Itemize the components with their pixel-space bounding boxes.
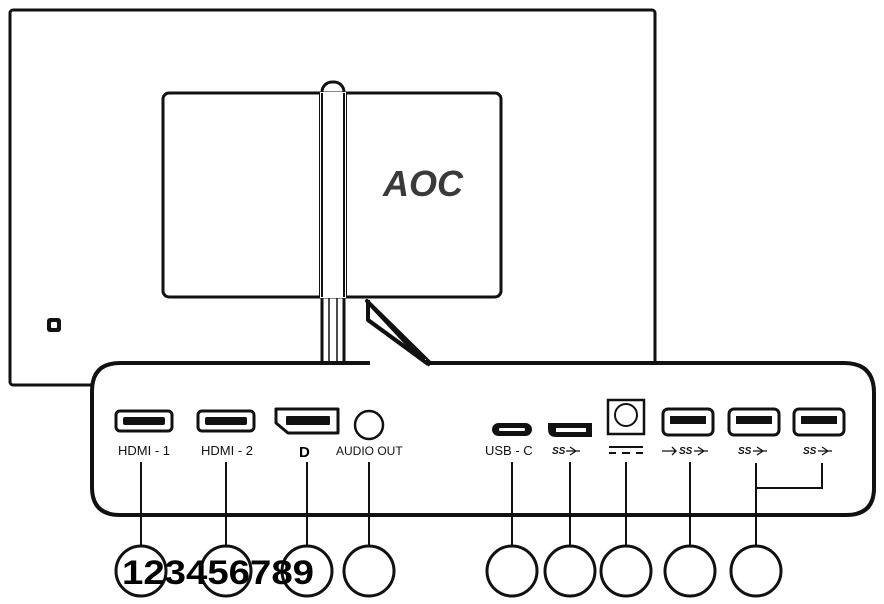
callout-circle-9 (729, 544, 783, 598)
usb-a-port-2 (727, 407, 781, 437)
callout-circle-6 (543, 544, 597, 598)
callout-circle-7 (599, 544, 653, 598)
lock-slot-icon (47, 318, 61, 332)
usb-c-label: USB - C (485, 443, 533, 458)
callout-circles (114, 544, 783, 598)
displayport-icon: D (299, 444, 310, 461)
audio-out-label: AUDIO OUT (336, 444, 403, 458)
usb-a-port-3 (792, 407, 846, 437)
leader-lines (140, 462, 757, 546)
callout-circle-2 (199, 544, 253, 598)
callout-circle-3 (280, 544, 334, 598)
audio-out-port (353, 409, 385, 441)
svg-text:SS: SS (679, 446, 693, 457)
hdmi-1-label: HDMI - 1 (118, 443, 170, 458)
aoc-logo: AOC (382, 163, 464, 204)
callout-panel (90, 299, 876, 517)
svg-text:SS: SS (738, 446, 752, 457)
callout-circle-4 (342, 544, 396, 598)
dc-power-port (606, 398, 646, 436)
usb-a-3-ss-icon: SS (803, 446, 832, 457)
svg-text:D: D (299, 444, 310, 461)
hdmi-1-port (114, 409, 174, 433)
usb-upstream-port (548, 423, 592, 437)
callout-numbers: 123456789 (122, 554, 314, 592)
callout-circle-8 (663, 544, 717, 598)
displayport-port (274, 407, 340, 435)
dc-symbol-icon (609, 446, 643, 454)
callout-circle-5 (485, 544, 539, 598)
usb-a-2-ss-icon: SS (738, 446, 767, 457)
usb-c-port (492, 423, 532, 436)
usb-a-1-ss-icon: SS (662, 446, 708, 457)
hdmi-2-label: HDMI - 2 (201, 443, 253, 458)
usb-a-group-bracket (755, 463, 823, 489)
svg-text:SS: SS (552, 446, 566, 457)
usb-a-port-1 (661, 407, 715, 437)
svg-text:SS: SS (803, 446, 817, 457)
hdmi-2-port (196, 409, 256, 433)
stand-plate (161, 91, 503, 299)
callout-circle-1 (114, 544, 168, 598)
usb-upstream-ss-icon: SS (552, 446, 580, 457)
